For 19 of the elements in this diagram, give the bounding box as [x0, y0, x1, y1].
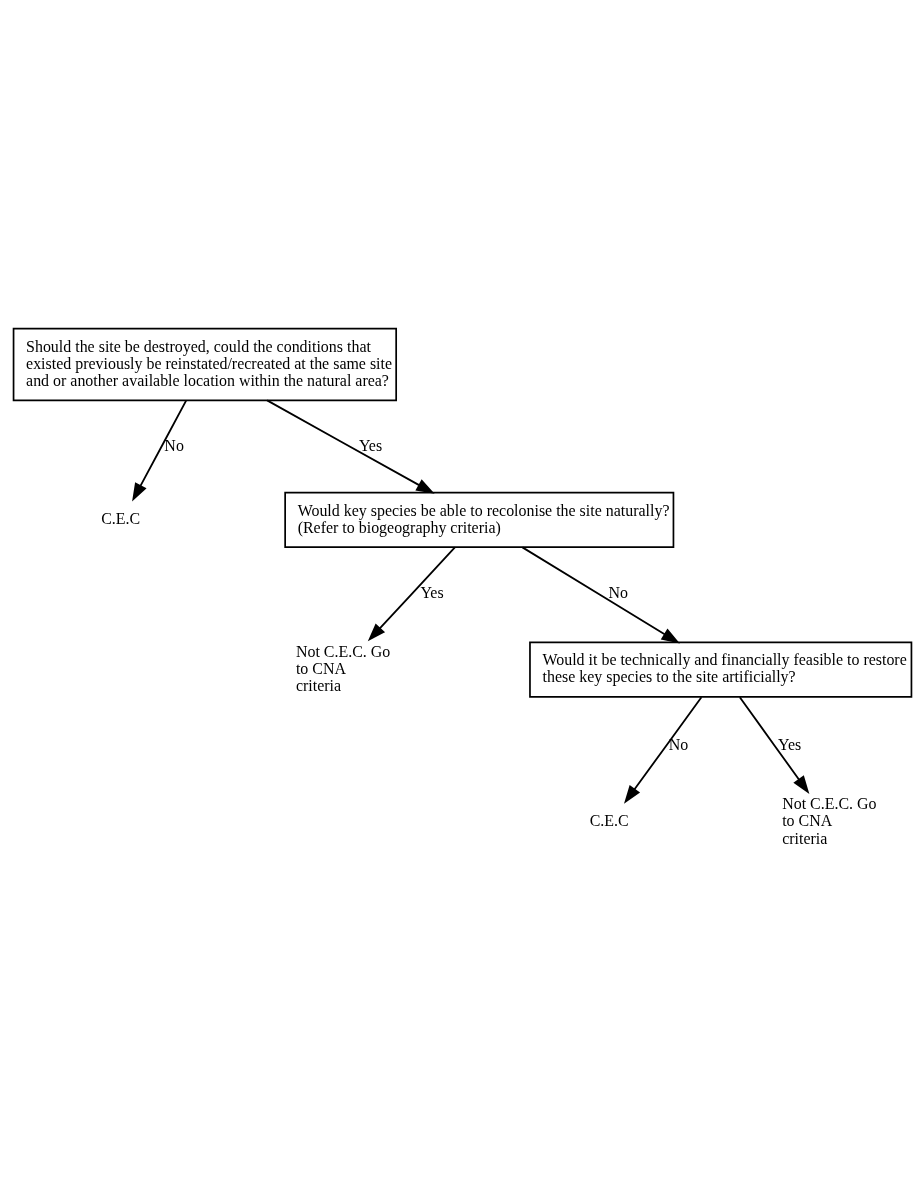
edge-label: Yes — [358, 436, 382, 454]
edge-label: Yes — [419, 583, 444, 601]
arrow — [367, 546, 456, 641]
node-box: Would it be technically and financially feasible to restore these key species to the site artificially? — [528, 640, 912, 698]
node-text: Not C.E.C. Go to CNA criteria — [781, 794, 877, 847]
node-box: Should the site be destroyed, could the conditions that existed previously be reinstated/recreated at the same site and or another available location within the natural area? — [12, 327, 397, 401]
edge-label: No — [163, 436, 184, 454]
node-text: C.E.C — [100, 509, 140, 527]
edge-label: Yes — [777, 735, 801, 753]
arrow — [521, 546, 680, 644]
node-text: C.E.C — [589, 811, 629, 829]
node-box: Would key species be able to recolonise the site naturally? (Refer to biogeography criteria) — [283, 491, 674, 548]
arrow — [265, 398, 435, 494]
edge-label: No — [607, 583, 628, 601]
arrow — [623, 695, 702, 804]
arrow — [131, 398, 187, 502]
arrow — [738, 695, 809, 794]
edge-label: No — [668, 735, 688, 753]
node-text: Not C.E.C. Go to CNA criteria — [295, 642, 390, 694]
